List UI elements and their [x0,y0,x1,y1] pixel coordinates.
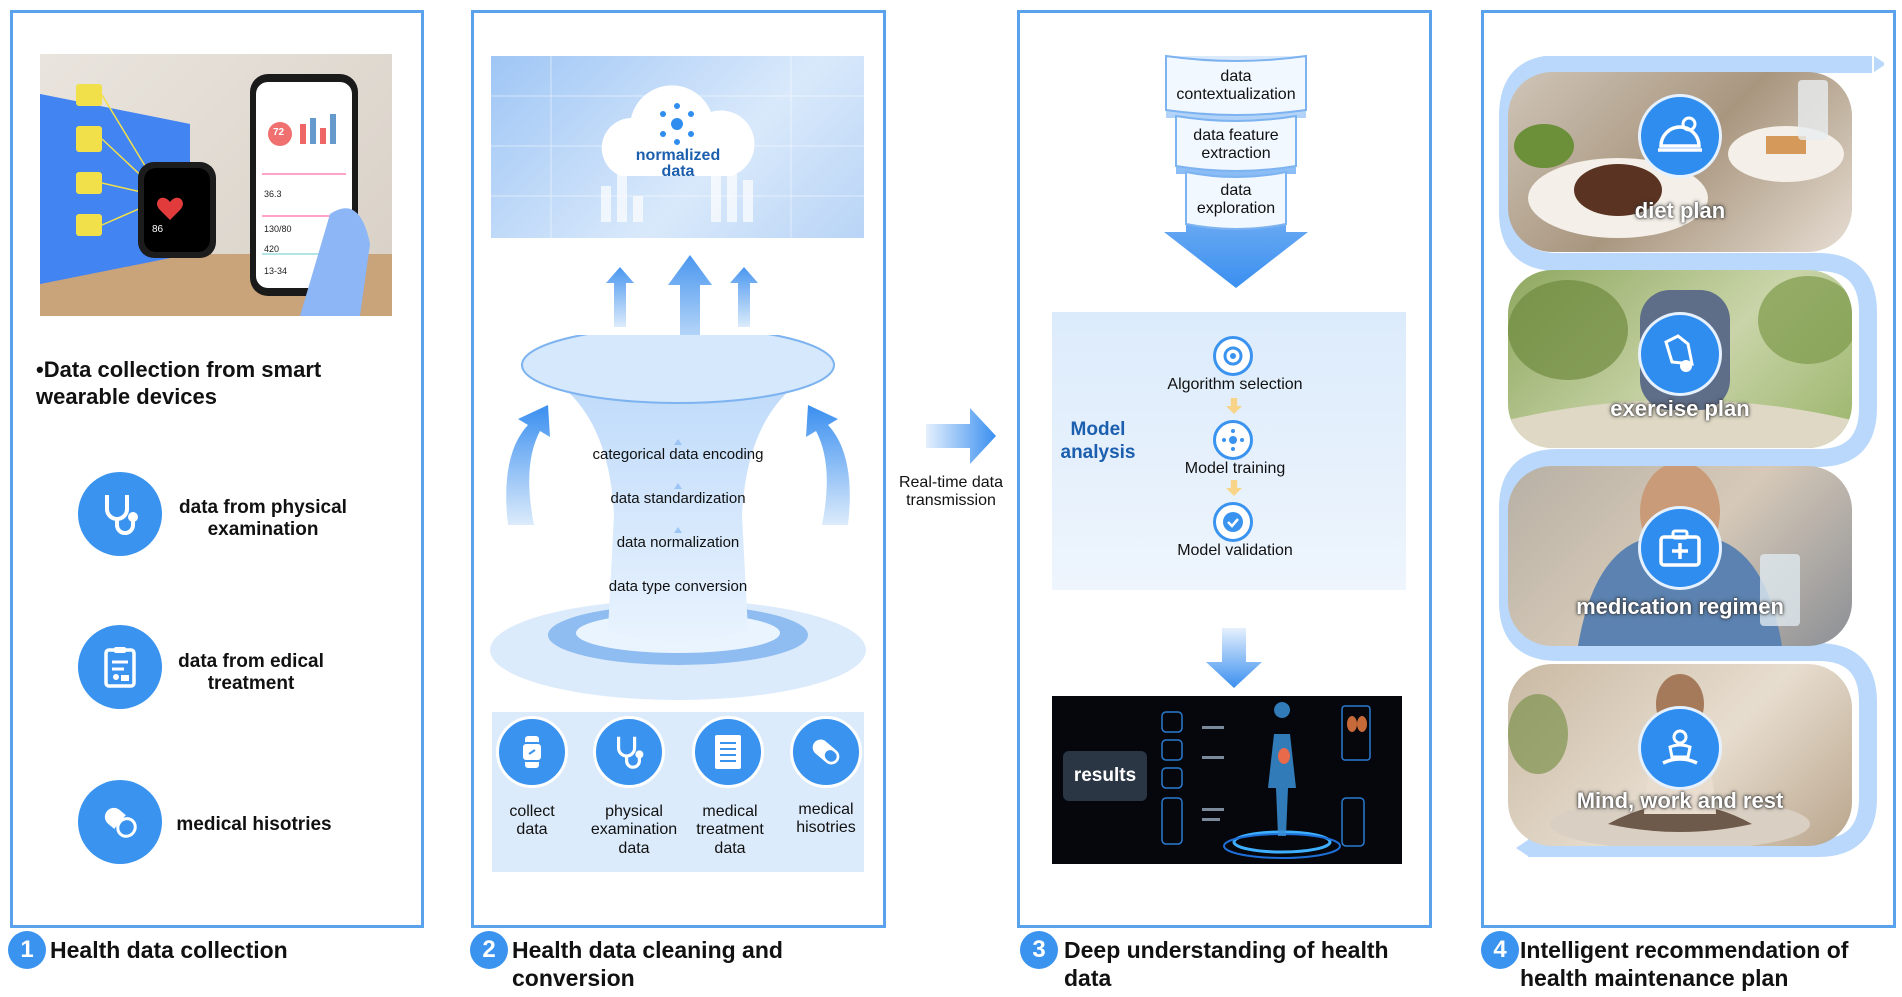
source-label-treatment: data from edical treatment [178,651,324,694]
input-label-physical: physical examination data [590,803,678,857]
temperature-reading: 36.3 [264,189,282,199]
results-panel: results [1052,696,1402,864]
plan-card-exercise: exercise plan [1508,270,1852,448]
caption-deep-understanding: Deep understanding of health data [1064,937,1389,991]
normalized-data-banner: normalized data [491,56,864,238]
source-label-histories: medical hisotries [176,814,332,835]
caption-data-cleaning: Health data cleaning and conversion [512,937,783,991]
input-label-treatment: medical treatment data [696,803,764,857]
input-label-collect: collect data [509,803,555,839]
plan-card-diet: diet plan [1508,72,1852,252]
plan-label-medication: medication regimen [1576,594,1784,619]
model-step-algorithm: Algorithm selection [1167,376,1303,393]
upward-arrows [606,255,758,365]
understanding-step-exploration: data exploration [1196,182,1276,218]
normalized-data-label: normalized data [635,147,721,180]
source-label-physical: data from physical examination [179,497,347,540]
step-number-1: 1 [8,931,46,969]
plan-label-exercise: exercise plan [1610,396,1750,421]
diet-icon [1638,94,1722,178]
plan-connector-track [1499,56,1884,857]
network-icon [1213,420,1253,460]
model-analysis-title: Model analysis [1060,419,1136,463]
model-step-training: Model training [1184,460,1286,477]
plan-card-mind-rest: Mind, work and rest [1508,664,1852,846]
input-label-histories: medical hisotries [796,801,856,837]
pill-icon [78,780,162,864]
plan-label-mind-rest: Mind, work and rest [1576,788,1784,813]
step-number-4: 4 [1481,931,1519,969]
watch-icon [496,716,568,788]
algorithm-icon [1213,336,1253,376]
transmission-label: Real-time data transmission [898,474,1004,510]
understanding-step-feature-extraction: data feature extraction [1193,127,1279,163]
blood-sugar-reading: 72 [273,127,285,138]
stethoscope-icon [78,472,162,556]
clipboard-icon [78,625,162,709]
medical-kit-icon [1638,506,1722,590]
check-icon [1213,502,1253,542]
cleaning-funnel [490,335,866,700]
stethoscope-icon [593,716,665,788]
wearable-devices-image: 72 36.3 130/80 420 13-34 86 [40,54,392,316]
wearable-bullet-text: •Data collection from smart wearable dev… [36,357,322,409]
meditation-icon [1638,706,1722,790]
understanding-funnel [1164,54,1308,288]
caption-health-data-collection: Health data collection [50,937,288,963]
document-icon [692,716,764,788]
results-down-arrow [1206,628,1262,688]
funnel-step-standardization: data standardization [610,490,746,507]
plan-label-diet: diet plan [1634,198,1726,223]
uric-acid-reading: 420 [264,244,280,254]
step-number-2: 2 [470,931,508,969]
shuttlecock-icon [1638,312,1722,396]
funnel-step-normalization: data normalization [616,534,740,551]
transmission-arrow [926,408,996,464]
respiration-reading: 13-34 [264,266,288,276]
funnel-step-type-conversion: data type conversion [608,578,748,595]
results-label: results [1063,751,1147,801]
pill-icon [790,716,862,788]
understanding-step-contextualization: data contextualization [1176,68,1296,104]
model-step-validation: Model validation [1177,542,1293,559]
funnel-step-encoding: categorical data encoding [592,446,764,463]
watch-bpm-reading: 86 [152,224,164,235]
plan-card-medication: medication regimen [1508,466,1852,646]
blood-pressure-reading: 130/80 [264,224,292,234]
step-number-3: 3 [1020,931,1058,969]
caption-recommendation: Intelligent recommendation of health mai… [1520,937,1849,991]
